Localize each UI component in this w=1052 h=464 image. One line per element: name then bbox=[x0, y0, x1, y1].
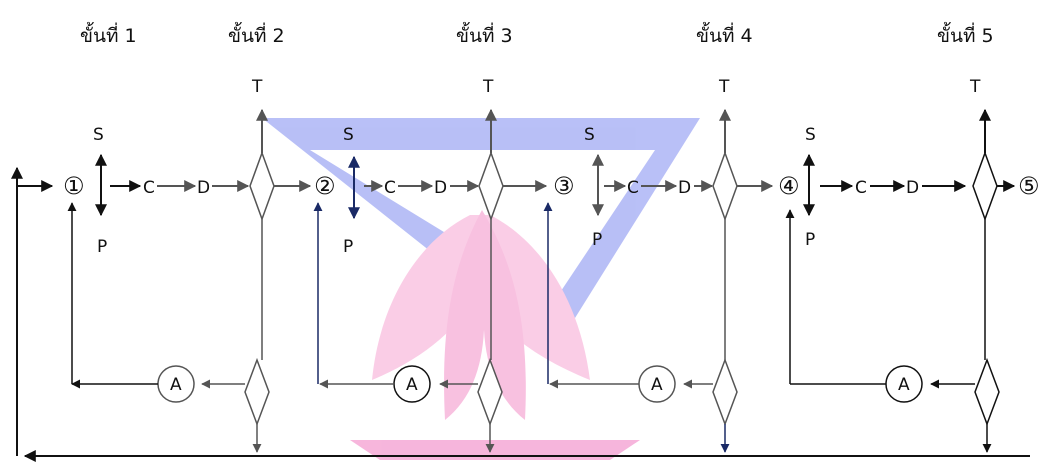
p-label-1: P bbox=[97, 237, 107, 257]
decision-diamond-2 bbox=[249, 150, 275, 222]
node-5: ⑤ bbox=[1018, 172, 1040, 200]
d-label-4: D bbox=[906, 178, 919, 198]
a-label-1: A bbox=[170, 375, 182, 395]
p-label-4: P bbox=[805, 230, 815, 250]
recycle-loops: A A A A bbox=[67, 202, 975, 403]
node-4: ④ bbox=[778, 172, 800, 200]
node-3: ③ bbox=[553, 172, 575, 200]
t-label-2: T bbox=[251, 77, 263, 97]
node-2: ② bbox=[314, 172, 336, 200]
lower-diamonds bbox=[244, 357, 1000, 453]
s-p-indicators: S P S P S P S P bbox=[93, 125, 816, 257]
stage-4-label: ขั้นที่ 4 bbox=[696, 22, 753, 47]
decision-diamond-3 bbox=[478, 150, 504, 222]
a-label-3: A bbox=[651, 375, 663, 395]
lower-diamond-2 bbox=[244, 357, 270, 427]
c-label-4: C bbox=[855, 178, 867, 198]
lower-diamond-4 bbox=[712, 357, 738, 427]
stage-1-label: ขั้นที่ 1 bbox=[80, 22, 137, 47]
t-label-4: T bbox=[718, 77, 730, 97]
decision-diamond-4 bbox=[712, 150, 738, 222]
p-label-2: P bbox=[343, 237, 353, 257]
a-label-4: A bbox=[898, 375, 910, 395]
watermark-logo bbox=[262, 118, 700, 460]
d-label-2: D bbox=[434, 178, 447, 198]
s-label-2: S bbox=[343, 125, 354, 145]
vertical-connectors bbox=[261, 219, 986, 360]
node-1: ① bbox=[63, 172, 85, 200]
main-flow: ① ② ③ ④ ⑤ C D C D C D C D bbox=[63, 150, 1040, 222]
c-label-3: C bbox=[627, 178, 639, 198]
stage-3-label: ขั้นที่ 3 bbox=[456, 22, 513, 47]
c-label-2: C bbox=[384, 178, 396, 198]
s-label-4: S bbox=[805, 125, 816, 145]
stage-2-label: ขั้นที่ 2 bbox=[228, 22, 285, 47]
decision-diamond-5 bbox=[972, 150, 998, 222]
t-outputs: T T T T bbox=[251, 77, 991, 153]
a-label-2: A bbox=[406, 375, 418, 395]
lower-diamond-5 bbox=[974, 357, 1000, 427]
s-label-1: S bbox=[93, 125, 104, 145]
c-label-1: C bbox=[143, 178, 155, 198]
s-label-3: S bbox=[584, 125, 595, 145]
bottom-return-loop bbox=[11, 166, 1030, 462]
t-label-5: T bbox=[969, 77, 981, 97]
p-label-3: P bbox=[592, 230, 602, 250]
d-label-1: D bbox=[197, 178, 210, 198]
t-label-3: T bbox=[482, 77, 494, 97]
d-label-3: D bbox=[678, 178, 691, 198]
stage-5-label: ขั้นที่ 5 bbox=[937, 22, 994, 47]
